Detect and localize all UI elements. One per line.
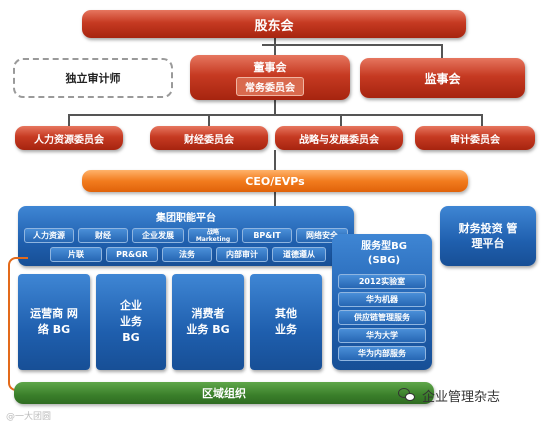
platform-item-legal: 法务 — [162, 247, 212, 262]
platform-item-prgr: PR&GR — [106, 247, 158, 262]
connector — [340, 114, 342, 126]
platform-item-label: 企业发展 — [142, 231, 174, 240]
supervisory-board-label: 监事会 — [424, 71, 461, 86]
credit-label: @一大团圆 — [6, 411, 52, 422]
bg-consumer: 消费者 业务 BG — [172, 274, 244, 370]
finance-platform-label: 财务投资 管理平台 — [458, 222, 518, 250]
bg-enterprise: 企业 业务 BG — [96, 274, 166, 370]
platform-item-label: 片联 — [68, 250, 84, 259]
finance-platform-box: 财务投资 管理平台 — [440, 206, 536, 266]
bg-label: 消费者 业务 BG — [186, 307, 230, 336]
connector — [441, 44, 443, 58]
bg-other: 其他 业务 — [250, 274, 322, 370]
sbg-item-label: 华为内部服务 — [358, 349, 406, 358]
platform-item-label: 战略 Marketing — [195, 228, 231, 243]
platform-item-label: 网络安全 — [306, 231, 338, 240]
connector — [208, 114, 210, 126]
connector — [274, 38, 276, 56]
ceo-label: CEO/EVPs — [245, 174, 305, 188]
sbg-item-2012-lab: 2012实验室 — [338, 274, 426, 289]
sbg-item-university: 华为大学 — [338, 328, 426, 343]
platform-item-label: 人力资源 — [33, 231, 65, 240]
committee-audit: 审计委员会 — [415, 126, 535, 150]
committee-label: 审计委员会 — [450, 134, 500, 146]
bg-label: 运营商 网络 BG — [30, 307, 78, 336]
committee-hr: 人力资源委员会 — [15, 126, 123, 150]
wechat-icon — [398, 387, 416, 403]
platform-item-label: 法务 — [179, 250, 195, 259]
platform-item-label: 道德遵从 — [283, 250, 315, 259]
sbg-item-internal-services: 华为内部服务 — [338, 346, 426, 361]
platform-item-finance: 财经 — [78, 228, 128, 243]
credit: @一大团圆 — [6, 409, 52, 422]
shareholders-box: 股东会 — [82, 10, 466, 38]
bg-label: 其他 业务 — [275, 307, 297, 336]
board-label: 董事会 — [253, 61, 287, 74]
shareholders-label: 股东会 — [254, 18, 294, 34]
platform-item-internal-audit: 内部审计 — [216, 247, 268, 262]
connector — [262, 44, 442, 46]
watermark-label: 企业管理杂志 — [422, 389, 501, 405]
connector — [68, 114, 482, 116]
platform-item-hr: 人力资源 — [24, 228, 74, 243]
platform-item-marketing: 战略 Marketing — [188, 228, 238, 243]
sbg-item-label: 供应链管理服务 — [354, 313, 410, 322]
independent-auditor-box: 独立审计师 — [13, 58, 173, 98]
connector — [68, 114, 70, 126]
ceo-box: CEO/EVPs — [82, 170, 468, 192]
regional-label: 区域组织 — [202, 387, 246, 400]
platform-item-bpit: BP&IT — [242, 228, 292, 243]
board-box: 董事会 常务委员会 — [190, 55, 350, 100]
sbg-item-label: 华为大学 — [366, 331, 398, 340]
platform-item-label: 内部审计 — [226, 250, 258, 259]
sbg-item-label: 华为机器 — [366, 295, 398, 304]
bg-label: 企业 业务 BG — [120, 299, 142, 344]
platform-item-corpdev: 企业发展 — [132, 228, 184, 243]
connector — [481, 114, 483, 126]
committee-label: 财经委员会 — [184, 134, 234, 146]
committee-label: 人力资源委员会 — [34, 134, 104, 146]
platform-item-compliance: 道德遵从 — [272, 247, 326, 262]
platform-item-label: 财经 — [95, 231, 111, 240]
sbg-title: 服务型BG (SBG) — [361, 241, 407, 266]
committee-label: 战略与发展委员会 — [299, 134, 379, 146]
connector — [274, 192, 276, 208]
committee-strategy: 战略与发展委员会 — [275, 126, 403, 150]
sbg-item-supply-chain: 供应链管理服务 — [338, 310, 426, 325]
group-platform-title: 集团职能平台 — [156, 213, 216, 224]
bg-carrier: 运营商 网络 BG — [18, 274, 90, 370]
supervisory-board-box: 监事会 — [360, 58, 525, 98]
platform-item-label: BP&IT — [253, 231, 281, 240]
connector — [274, 150, 276, 170]
connector — [274, 98, 276, 116]
regional-box: 区域组织 — [14, 382, 434, 404]
platform-item-regions: 片联 — [50, 247, 102, 262]
platform-item-label: PR&GR — [116, 250, 148, 259]
standing-committee-label: 常务委员会 — [236, 77, 304, 96]
committee-finance: 财经委员会 — [150, 126, 268, 150]
sbg-item-label: 2012实验室 — [358, 277, 406, 286]
sbg-item-machine: 华为机器 — [338, 292, 426, 307]
watermark: 企业管理杂志 — [398, 384, 500, 406]
independent-auditor-label: 独立审计师 — [65, 72, 121, 85]
